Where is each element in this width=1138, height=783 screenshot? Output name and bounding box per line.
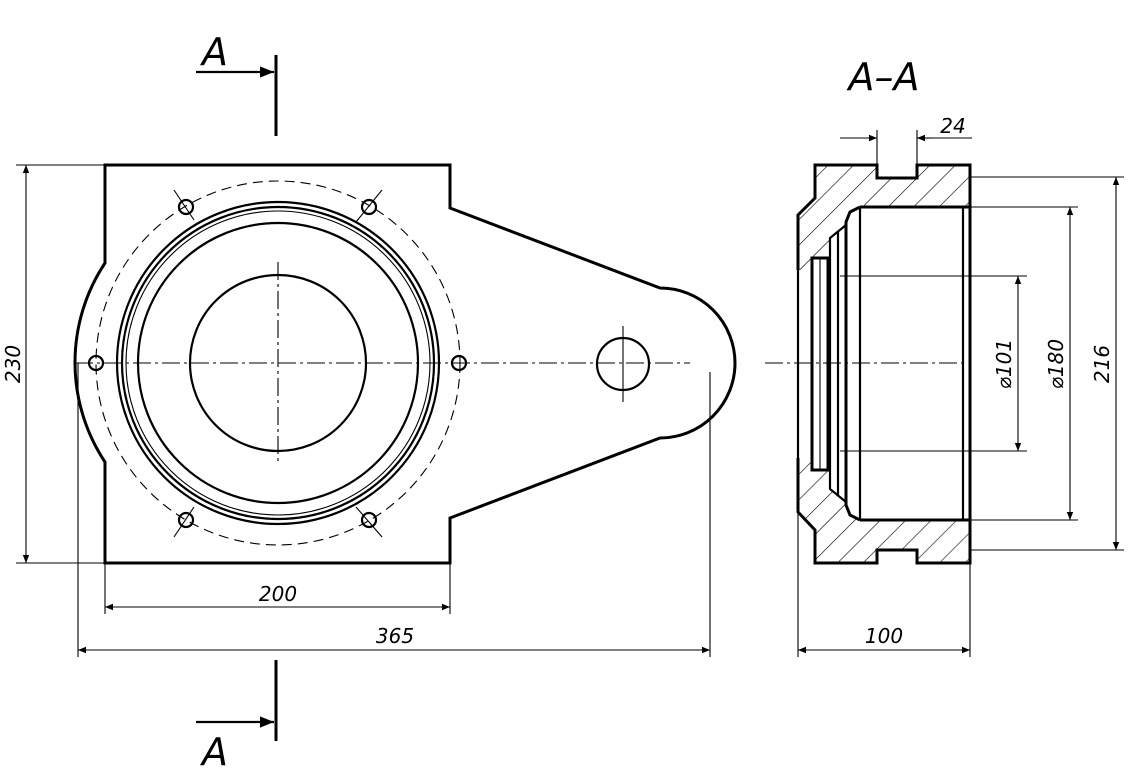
hatch-bottom (798, 458, 970, 563)
dim-label-101: ⌀101 (992, 339, 1016, 389)
bolt-hole-left (87, 354, 105, 372)
section-label-bottom: A (199, 730, 228, 774)
dim-label-100: 100 (865, 624, 903, 648)
dimension-200: 200 (104, 563, 451, 614)
section-marker-bottom: A (196, 660, 278, 774)
dim-label-24: 24 (940, 114, 965, 138)
dimension-24: 24 (840, 114, 972, 165)
section-title: A–A (846, 55, 920, 99)
housing-outline (73, 163, 737, 565)
dim-label-365: 365 (376, 624, 414, 648)
section-label-top: A (199, 30, 228, 74)
dimension-100: 100 (797, 458, 971, 657)
dim-label-216: 216 (1090, 345, 1114, 383)
dimension-101: ⌀101 (840, 275, 1027, 452)
bolt-hole-bottom-left (177, 511, 195, 529)
bolt-hole-top-left (177, 198, 195, 216)
bolt-hole-right (450, 354, 468, 372)
section-outline-top (796, 163, 972, 270)
bolt-axis-4 (355, 506, 383, 538)
dim-label-200: 200 (259, 582, 297, 606)
bolt-hole-bottom-right (360, 511, 378, 529)
dimension-180: ⌀180 (970, 206, 1078, 521)
dimension-365: 365 (77, 363, 711, 657)
dim-label-230: 230 (1, 345, 25, 383)
section-view (765, 163, 972, 565)
bolt-axis-2 (355, 189, 383, 223)
dimension-216: 216 (970, 176, 1124, 551)
bolt-axis-1 (173, 189, 195, 221)
front-view (73, 163, 737, 565)
bolt-axis-3 (173, 506, 195, 538)
section-marker-top: A (196, 30, 278, 136)
bolt-hole-top-right (360, 198, 378, 216)
hatch-top (798, 165, 970, 270)
dimension-230: 230 (1, 164, 105, 564)
dim-label-180: ⌀180 (1044, 339, 1068, 389)
section-outline-bottom (796, 458, 972, 565)
